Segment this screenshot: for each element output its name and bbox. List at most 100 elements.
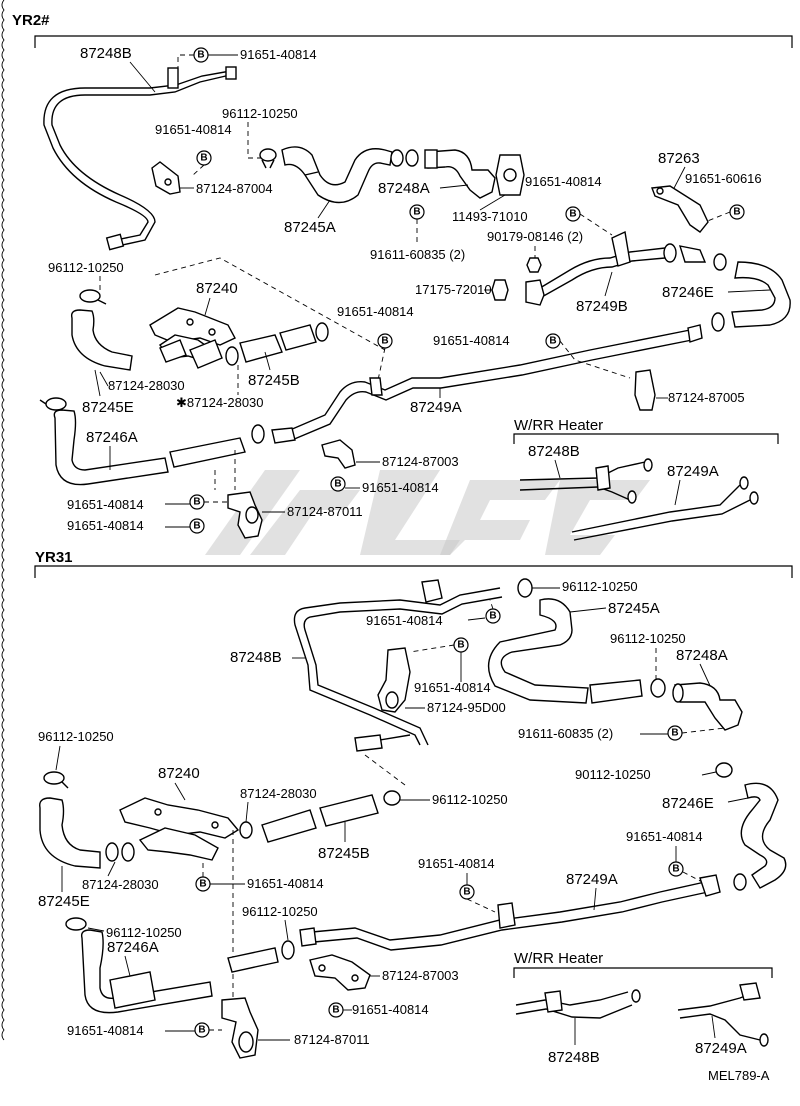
label-rr-87249A-yr31: 87249A — [695, 1040, 747, 1057]
bracket-87263 — [651, 185, 709, 233]
rr-heater-frame-1 — [513, 433, 779, 444]
svg-text:B: B — [733, 207, 740, 218]
svg-text:B: B — [489, 611, 496, 622]
label-87263: 87263 — [658, 150, 700, 167]
scalloped-border — [1, 0, 5, 1041]
bolt-91651-d-yr31: B — [195, 876, 211, 892]
label-87246E: 87246E — [662, 284, 714, 301]
label-b91651-g: 91651-40814 — [67, 497, 144, 512]
label-k87124-28030-a-yr31: 87124-28030 — [240, 786, 317, 801]
clamp-96112-f-yr31 — [281, 940, 295, 960]
bolt-91651-g: B — [189, 494, 205, 510]
svg-text:B: B — [198, 1025, 205, 1036]
bracket-87124-87005 — [634, 369, 656, 411]
pipe-87248B-yr2 — [43, 66, 237, 251]
label-87248B-yr31: 87248B — [230, 649, 282, 666]
hoses-87245B-yr2 — [159, 322, 329, 369]
bolt-91651-d: B — [377, 333, 393, 349]
label-g11493: 11493-71010 — [452, 209, 528, 224]
pipe-87249B-yr2 — [525, 230, 727, 306]
clamp-left-yr2 — [39, 397, 67, 411]
pipe-87248A-yr2 — [424, 149, 496, 199]
label-k87124-28030-a: 87124-28030 — [108, 378, 185, 393]
label-k87124-87011-yr31: 87124-87011 — [294, 1032, 370, 1047]
svg-text:B: B — [549, 336, 556, 347]
label-87248A-yr31: 87248A — [676, 647, 728, 664]
bolt-91651-h: B — [189, 518, 205, 534]
pipe-rr-87248B-yr31 — [515, 989, 641, 1019]
rr-heater-frame-2 — [513, 967, 773, 978]
pipe-87249A-yr2 — [271, 324, 703, 444]
svg-text:B: B — [334, 479, 341, 490]
label-b91651-g-yr31: 91651-40814 — [67, 1023, 144, 1038]
clamp-96112-c-yr31 — [43, 771, 69, 789]
bracket-87240-yr31 — [119, 797, 240, 861]
yr31-frame — [34, 565, 793, 578]
label-c90112: 90112-10250 — [575, 767, 651, 782]
bolt-91651-f-yr31: B — [328, 1002, 344, 1018]
gasket-11493 — [495, 154, 525, 196]
section-yr31-title: YR31 — [35, 549, 73, 566]
pipe-87248A-yr31 — [672, 682, 743, 731]
bolt-91651-c-yr31: B — [668, 861, 684, 877]
hose-87246A-yr2 — [53, 409, 265, 486]
hose-87245A-yr2 — [281, 146, 393, 204]
label-87245E-yr31: 87245E — [38, 893, 90, 910]
rr-heater-title-1: W/RR Heater — [514, 417, 603, 434]
label-87249A-yr31: 87249A — [566, 871, 618, 888]
label-k87124-87011: 87124-87011 — [287, 504, 363, 519]
hose-87245A-yr31 — [487, 598, 643, 704]
yr2-frame — [34, 35, 793, 48]
bolt-91651-b: B — [196, 150, 212, 166]
hose-87245E-yr2 — [70, 309, 133, 371]
watermark-logo — [205, 470, 650, 555]
label-b91651-a-yr31: 91651-40814 — [366, 613, 443, 628]
label-b91651-e-yr31: 91651-40814 — [418, 856, 495, 871]
bolt-91651-a-yr31: B — [485, 608, 501, 624]
nut-90179 — [526, 257, 542, 273]
clamp-96112-a — [259, 148, 277, 169]
hose-87246A-yr31 — [80, 929, 279, 1014]
bolt-91651-f: B — [330, 476, 346, 492]
svg-text:B: B — [569, 209, 576, 220]
pipe-87249A-yr31 — [299, 874, 721, 951]
bracket-87124-95D00 — [377, 647, 411, 713]
svg-text:B: B — [463, 887, 470, 898]
svg-text:B: B — [193, 497, 200, 508]
label-b91651-h: 91651-40814 — [67, 518, 144, 533]
label-b91651-f: 91651-40814 — [362, 480, 439, 495]
clamp-96112-b-yr31 — [650, 678, 666, 698]
label-k87124-87003-yr31: 87124-87003 — [382, 968, 459, 983]
label-87249B: 87249B — [576, 298, 628, 315]
bracket-87124-87003-yr2 — [321, 439, 356, 469]
label-b91651-b-yr31: 91651-40814 — [414, 680, 491, 695]
label-c96112-a: 96112-10250 — [222, 106, 298, 121]
pipe-87248B-yr31 — [293, 579, 503, 752]
pipe-rr-87249A-yr2 — [571, 476, 759, 541]
label-b91611-60835-yr31: 91611-60835 (2) — [518, 726, 613, 741]
svg-text:B: B — [199, 879, 206, 890]
label-b91651-c: 91651-40814 — [525, 174, 602, 189]
label-b91651-b: 91651-40814 — [155, 122, 232, 137]
label-c96112-d-yr31: 96112-10250 — [432, 792, 508, 807]
svg-text:B: B — [332, 1005, 339, 1016]
label-c96112-b-yr31: 96112-10250 — [610, 631, 686, 646]
label-87245B-yr31: 87245B — [318, 845, 370, 862]
label-87249A: 87249A — [410, 399, 462, 416]
bolt-91651-e: B — [545, 333, 561, 349]
clamp-96112-d-yr31 — [383, 790, 401, 806]
label-b91651-d: 91651-40814 — [337, 304, 414, 319]
bolt-91651-c: B — [565, 206, 581, 222]
label-n90179: 90179-08146 (2) — [487, 229, 583, 244]
svg-text:B: B — [381, 336, 388, 347]
label-k87124-95D00: 87124-95D00 — [427, 700, 506, 715]
pipe-rr-87249A-yr31 — [677, 982, 769, 1047]
bracket-87124-87011-yr31 — [221, 997, 259, 1059]
section-yr2-title: YR2# — [12, 12, 50, 29]
hoses-87245B-yr31 — [261, 794, 379, 843]
bracket-87124-87011-yr2 — [227, 491, 263, 539]
label-c96112-f-yr31: 96112-10250 — [242, 904, 318, 919]
label-87240: 87240 — [196, 280, 238, 297]
label-b91651-top: 91651-40814 — [240, 47, 317, 62]
